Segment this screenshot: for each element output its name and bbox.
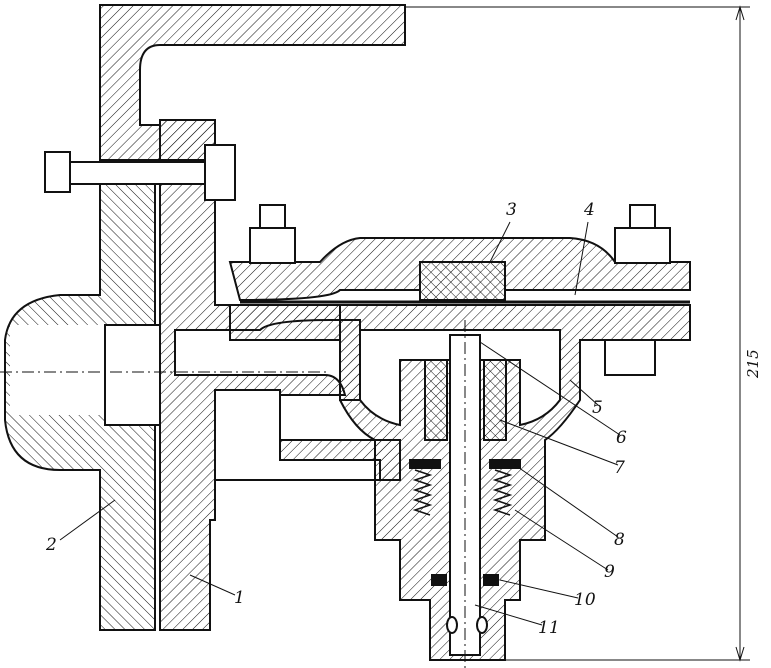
part-7-guide [424,359,448,441]
inner-chamber [359,329,561,427]
label-10: 10 [574,590,596,610]
bolt-cover-left [249,204,296,264]
pipe-bore [10,325,105,415]
label-2: 2 [46,535,57,555]
bracket [99,4,406,161]
label-9: 9 [604,562,615,582]
label-8: 8 [614,530,625,550]
label-5: 5 [592,398,603,418]
label-4: 4 [584,200,595,220]
label-1: 1 [234,588,245,608]
dimension-height: 215 [744,349,762,378]
label-7: 7 [614,458,625,478]
part-10-seal-right [483,574,499,586]
part-4-diaphragm [419,261,506,301]
bolt-cover-right [604,204,671,376]
label-11: 11 [538,618,560,638]
bolt-top [44,144,236,201]
part-8-seal-right [489,459,521,469]
label-3: 3 [506,200,517,220]
part-9-spring [412,469,513,516]
part-7-guide-right [483,359,507,441]
label-6: 6 [616,428,627,448]
part-10-seal [431,574,447,586]
part-8-seal [409,459,441,469]
